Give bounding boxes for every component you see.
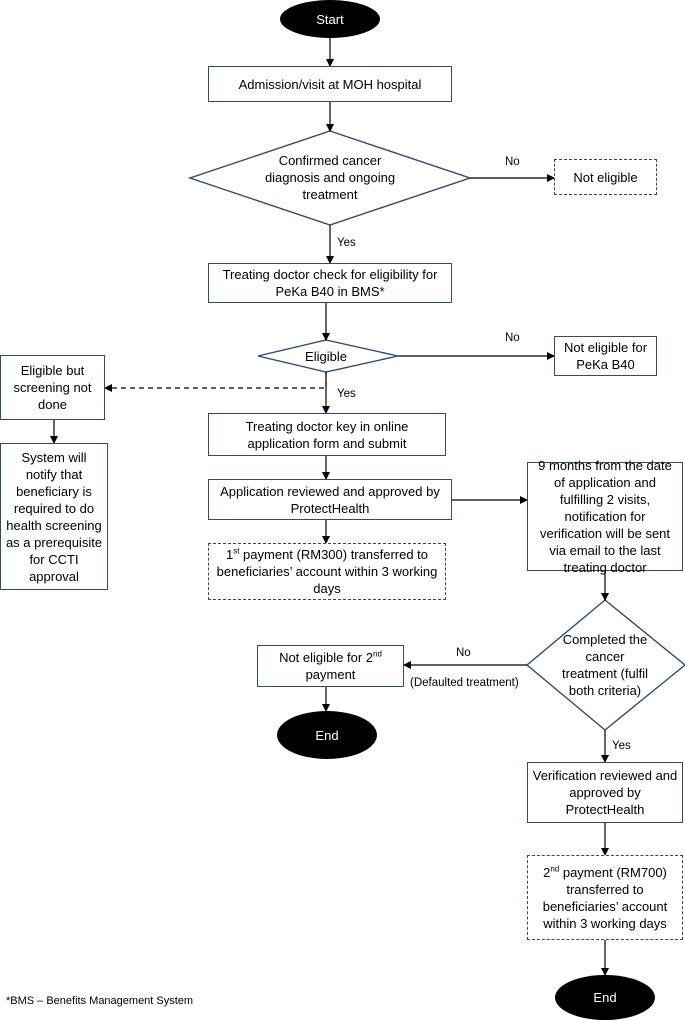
not-eligible-text: Not eligible bbox=[573, 169, 638, 185]
system-notify-box: System will notify that beneficiary is r… bbox=[0, 443, 108, 590]
edge-label-defaulted: (Defaulted treatment) bbox=[410, 677, 519, 689]
start-terminal: Start bbox=[280, 0, 380, 38]
second-payment-body: payment (RM700) transferred to beneficia… bbox=[542, 864, 668, 931]
edge-eligible-screening-not-done bbox=[104, 372, 327, 392]
not-eligible-second-prefix: Not eligible for 2 bbox=[279, 650, 374, 665]
admission-text: Admission/visit at MOH hospital bbox=[238, 76, 422, 92]
footnote: *BMS – Benefits Management System bbox=[6, 995, 194, 1007]
admission-box: Admission/visit at MOH hospital bbox=[208, 66, 452, 102]
not-eligible-second-sup: nd bbox=[373, 649, 382, 659]
not-eligible-peka-text: Not eligible for PeKa B40 bbox=[563, 340, 648, 372]
completed-decision-text: Completed the cancer treatment (fulfil b… bbox=[562, 632, 648, 698]
second-payment-box: 2nd payment (RM700) transferred to benef… bbox=[527, 855, 683, 940]
cancer-decision-text: Confirmed cancer diagnosis and ongoing t… bbox=[264, 152, 396, 202]
end-terminal-left: End bbox=[277, 711, 377, 759]
start-label: Start bbox=[316, 11, 344, 27]
eligible-no-screening-box: Eligible but screening not done bbox=[0, 355, 105, 420]
first-payment-sup: st bbox=[233, 546, 240, 556]
edge-label-yes-3: Yes bbox=[612, 740, 631, 752]
not-eligible-second-box: Not eligible for 2nd payment bbox=[257, 645, 404, 687]
edge-label-no-3: No bbox=[456, 647, 471, 659]
second-payment-ordinal: 2 bbox=[543, 864, 551, 880]
first-payment-text: 1st payment (RM300) transferred to benef… bbox=[213, 546, 441, 597]
not-eligible-second-suffix: payment bbox=[305, 667, 356, 682]
application-reviewed-box: Application reviewed and approved by Pro… bbox=[208, 479, 452, 520]
end-label-left: End bbox=[315, 727, 339, 743]
not-eligible-peka-box: Not eligible for PeKa B40 bbox=[554, 336, 657, 376]
nine-months-text: 9 months from the date of application an… bbox=[538, 458, 672, 575]
doctor-check-box: Treating doctor check for eligibility fo… bbox=[208, 263, 452, 303]
verification-reviewed-box: Verification reviewed and approved by Pr… bbox=[527, 762, 683, 823]
first-payment-ordinal: 1 bbox=[225, 547, 234, 562]
end-label-right: End bbox=[593, 990, 617, 1005]
end-terminal-right: End bbox=[555, 975, 655, 1020]
first-payment-box: 1st payment (RM300) transferred to benef… bbox=[208, 543, 446, 600]
eligible-decision-text: Eligible bbox=[305, 348, 347, 364]
edge-label-no-2: No bbox=[505, 332, 520, 344]
second-payment-sup: nd bbox=[550, 864, 560, 874]
edge-label-yes-2: Yes bbox=[337, 388, 356, 400]
nine-months-box: 9 months from the date of application an… bbox=[527, 458, 683, 575]
edge-label-no-1: No bbox=[505, 156, 520, 168]
application-reviewed-text: Application reviewed and approved by Pro… bbox=[220, 483, 440, 516]
first-payment-body: payment (RM300) transferred to beneficia… bbox=[216, 547, 438, 596]
eligible-no-screening-text: Eligible but screening not done bbox=[13, 363, 92, 412]
edge-label-yes-1: Yes bbox=[337, 237, 356, 249]
not-eligible-box: Not eligible bbox=[554, 159, 657, 195]
doctor-key-in-box: Treating doctor key in online applicatio… bbox=[208, 413, 446, 456]
verification-reviewed-text: Verification reviewed and approved by Pr… bbox=[532, 768, 678, 817]
doctor-key-in-text: Treating doctor key in online applicatio… bbox=[245, 418, 409, 451]
not-eligible-second-text: Not eligible for 2nd payment bbox=[262, 649, 399, 683]
system-notify-text: System will notify that beneficiary is r… bbox=[5, 449, 103, 584]
second-payment-text: 2nd payment (RM700) transferred to benef… bbox=[532, 864, 678, 932]
doctor-check-text: Treating doctor check for eligibility fo… bbox=[222, 267, 438, 299]
